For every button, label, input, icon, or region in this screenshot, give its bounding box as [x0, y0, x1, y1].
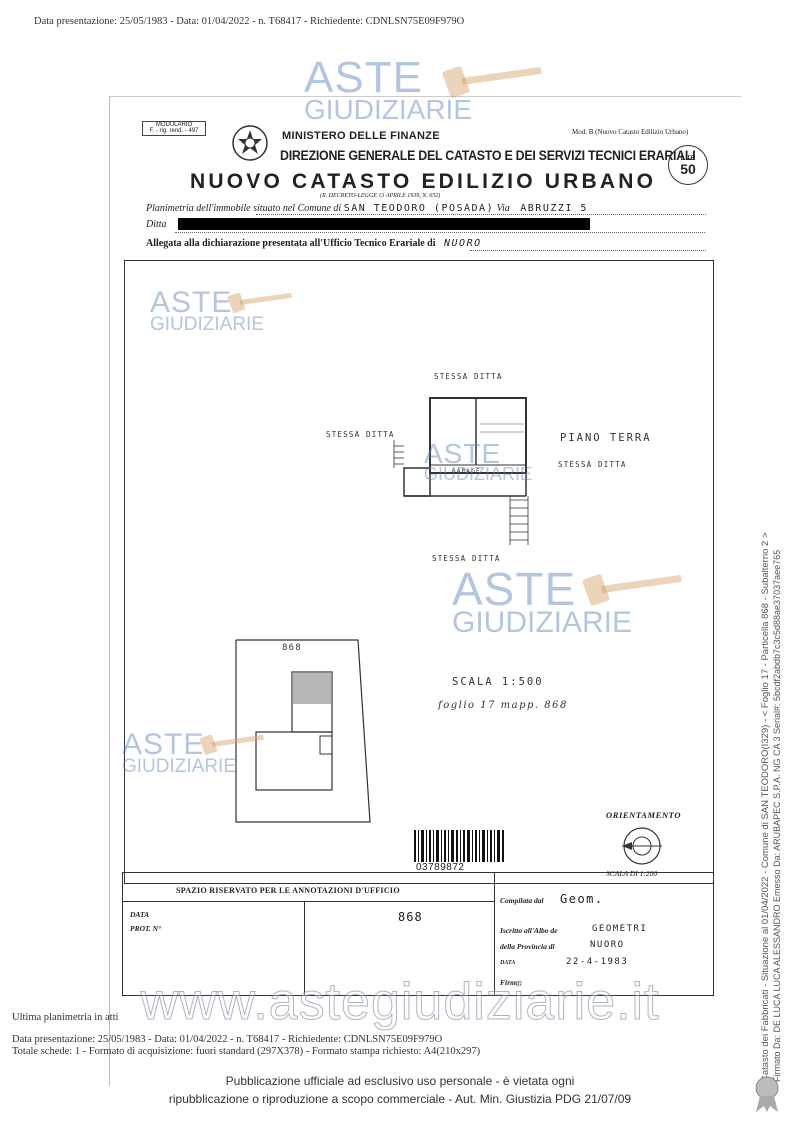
watermark-aste: ASTE	[304, 53, 423, 102]
gavel-icon	[227, 292, 292, 313]
watermark-aste: ASTE	[452, 563, 577, 615]
iscritto-value: GEOMETRI	[592, 924, 648, 934]
watermark-1: ASTE GIUDIZIARIE	[304, 56, 472, 124]
via-value: ABRUZZI 5	[520, 203, 588, 214]
firma-label: Firma:	[500, 978, 523, 987]
via-label: Via	[496, 203, 510, 214]
lire-stamp: Lire 50	[668, 145, 708, 185]
allegata-label: Allegata alla dichiarazione presentata a…	[146, 238, 436, 249]
table-divider-h	[122, 901, 494, 902]
watermark-giudiziarie: GIUDIZIARIE	[424, 464, 533, 484]
table-divider-v2	[494, 872, 495, 996]
document-title: NUOVO CATASTO EDILIZIO URBANO	[190, 170, 657, 193]
data2-value: 22-4-1983	[566, 957, 629, 967]
compilata-value: Geom.	[560, 892, 604, 906]
site-plan-drawing	[235, 639, 371, 823]
ultima-planimetria: Ultima planimetria in atti	[12, 1012, 119, 1023]
barcode-icon	[414, 830, 504, 862]
watermark-5: ASTE GIUDIZIARIE	[122, 728, 237, 777]
planimetria-line: Planimetria dell'immobile situato nel Co…	[146, 203, 588, 214]
allegata-underline	[470, 250, 706, 251]
compilata-label: Compilata dal	[500, 896, 544, 905]
modulario-box: MODULARIO F. - rig. rend. - 497	[142, 121, 206, 136]
annotations-table	[122, 872, 714, 996]
provincia-value: NUORO	[590, 940, 625, 950]
ditta-label: Ditta	[146, 219, 167, 230]
scala-bottom-label: SCALA DI 1:200	[606, 869, 658, 878]
gavel-icon	[442, 66, 542, 98]
data-label: DATA	[130, 910, 150, 919]
provincia-label: della Provincia di	[500, 942, 555, 951]
watermark-giudiziarie: GIUDIZIARIE	[452, 606, 633, 639]
floor-plan-drawing	[393, 397, 529, 545]
piano-terra-label: PIANO TERRA	[560, 432, 652, 444]
lire-value: 50	[680, 161, 696, 177]
publication-line-2: ripubblicazione o riproduzione a scopo c…	[168, 1092, 632, 1106]
orientamento-label: ORIENTAMENTO	[606, 810, 682, 820]
document-sheet	[109, 96, 741, 1086]
planimetria-underline	[256, 214, 706, 215]
footer-line-2: Totale schede: 1 - Formato di acquisizio…	[12, 1046, 481, 1057]
stessa-ditta-top: STESSA DITTA	[434, 372, 503, 381]
modulario-label: MODULARIO	[155, 122, 193, 128]
redacted-owner	[178, 218, 590, 230]
watermark-aste: ASTE	[122, 728, 205, 761]
garage-label: GARAGE	[452, 468, 481, 475]
mod-b-label: Mod. B (Nuovo Catasto Edilizio Urbano)	[572, 128, 689, 136]
parcel-number: 868	[282, 643, 302, 653]
decreto-label: (R. DECRETO-LEGGE 13 APRILE 1939, N. 652…	[320, 193, 441, 199]
watermark-aste: ASTE	[424, 438, 502, 469]
iscritto-label: Iscritto all'Albo de	[500, 926, 558, 935]
watermark-giudiziarie: GIUDIZIARIE	[304, 94, 473, 125]
barcode-number: 03789872	[416, 862, 465, 873]
watermark-giudiziarie: GIUDIZIARIE	[150, 314, 265, 335]
gavel-icon	[199, 734, 264, 755]
stessa-ditta-right: STESSA DITTA	[558, 460, 627, 469]
watermark-3: ASTE GIUDIZIARIE	[424, 438, 533, 484]
ufficio-value: NUORO	[444, 238, 482, 249]
prot-label: PROT. N°	[130, 924, 162, 933]
seal-icon	[755, 1076, 779, 1112]
gavel-icon	[582, 574, 682, 606]
watermark-site: www.astegiudiziarie.it	[140, 973, 660, 1032]
stessa-ditta-bottom: STESSA DITTA	[432, 554, 501, 563]
plan-frame	[124, 260, 714, 884]
data2-label: DATA	[500, 960, 516, 966]
north-arrow-icon	[622, 827, 662, 865]
scala-label: SCALA 1:500	[452, 676, 544, 688]
lire-label: Lire	[680, 152, 696, 162]
footer-line-1: Data presentazione: 25/05/1983 - Data: 0…	[12, 1034, 443, 1045]
foglio-label: foglio 17 mapp. 868	[438, 700, 568, 711]
publication-line-1: Pubblicazione ufficiale ad esclusivo uso…	[225, 1074, 575, 1088]
watermark-4: ASTE GIUDIZIARIE	[452, 566, 632, 638]
ditta-underline	[175, 232, 705, 233]
ministry-name: MINISTERO DELLE FINANZE	[282, 130, 440, 142]
watermark-giudiziarie: GIUDIZIARIE	[122, 756, 237, 777]
allegata-line: Allegata alla dichiarazione presentata a…	[146, 238, 482, 249]
spazio-header: SPAZIO RISERVATO PER LE ANNOTAZIONI D'UF…	[176, 886, 400, 895]
direzione-name: DIREZIONE GENERALE DEL CATASTO E DEI SER…	[280, 148, 696, 163]
planimetria-label: Planimetria dell'immobile situato nel Co…	[146, 203, 342, 214]
comune-value: SAN TEODORO (POSADA)	[343, 203, 495, 214]
watermark-2: ASTE GIUDIZIARIE	[150, 286, 265, 335]
table-divider-v1	[304, 901, 305, 996]
prot-value: 868	[398, 910, 423, 924]
emblem-icon	[232, 125, 268, 161]
watermark-aste: ASTE	[150, 286, 233, 319]
modulario-code: F. - rig. rend. - 497	[149, 128, 199, 134]
stessa-ditta-left: STESSA DITTA	[326, 430, 395, 439]
top-metadata: Data presentazione: 25/05/1983 - Data: 0…	[34, 16, 465, 27]
